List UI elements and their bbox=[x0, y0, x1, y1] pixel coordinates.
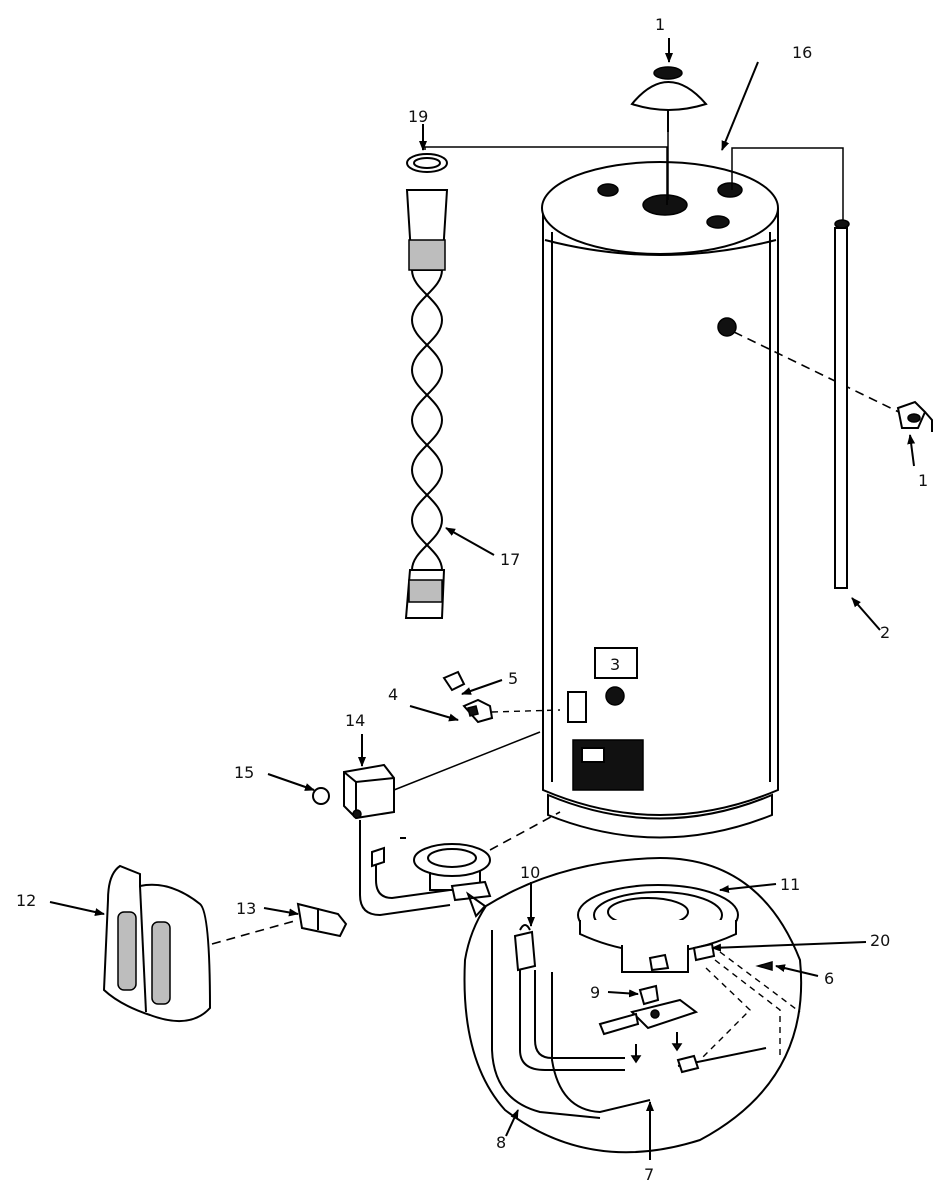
callout-2: 2 bbox=[880, 623, 890, 642]
inner-door bbox=[211, 902, 348, 945]
callout-leaders bbox=[49, 38, 916, 1160]
callout-19: 19 bbox=[408, 107, 428, 126]
relief-valve bbox=[896, 400, 933, 432]
callout-15: 15 bbox=[234, 763, 254, 782]
callout-16: 16 bbox=[792, 43, 812, 62]
burner-to-tank-line bbox=[489, 811, 561, 851]
callout-17: 17 bbox=[500, 550, 520, 569]
callout-8: 8 bbox=[496, 1133, 506, 1152]
callout-3-box bbox=[594, 647, 638, 679]
callout-12: 12 bbox=[16, 891, 36, 910]
outer-door bbox=[102, 864, 212, 1023]
flue-baffle bbox=[404, 153, 449, 619]
gas-control-valve bbox=[312, 731, 541, 820]
callout-4: 4 bbox=[388, 685, 398, 704]
callout-6: 6 bbox=[824, 969, 834, 988]
callout-1: 1 bbox=[918, 471, 928, 490]
callout-14: 14 bbox=[345, 711, 365, 730]
callout-labels: 1 16 19 1 2 17 3 5 4 14 15 10 11 12 13 2… bbox=[16, 15, 928, 1184]
water-heater-tank bbox=[541, 161, 779, 839]
anode-rod bbox=[834, 219, 850, 589]
flue-cap bbox=[630, 66, 708, 132]
callout-11: 11 bbox=[780, 875, 800, 894]
callout-10: 10 bbox=[520, 863, 540, 882]
burner-detail-bubble bbox=[463, 856, 803, 1154]
drain-valve bbox=[442, 670, 561, 724]
callout-20: 20 bbox=[870, 931, 890, 950]
callout-13: 13 bbox=[236, 899, 256, 918]
callout-5: 5 bbox=[508, 669, 518, 688]
burner-assembly bbox=[359, 820, 492, 917]
callout-18: 1 bbox=[655, 15, 665, 34]
callout-7: 7 bbox=[644, 1165, 654, 1184]
callout-3: 3 bbox=[610, 655, 620, 674]
callout-9: 9 bbox=[590, 983, 600, 1002]
